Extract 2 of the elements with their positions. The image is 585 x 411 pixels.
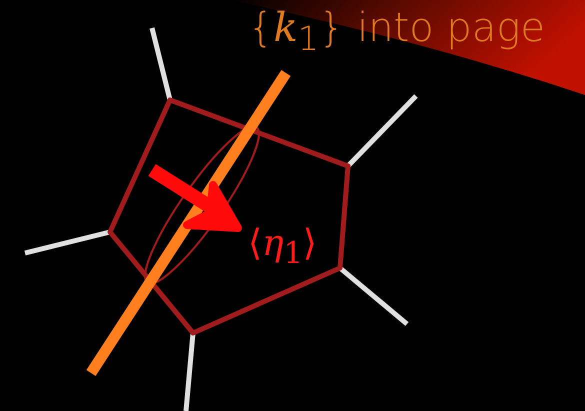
vector-label: ⟨η$_{1}$⟩ bbox=[248, 226, 317, 270]
title-label: {k$_{1}$} into page bbox=[248, 8, 545, 56]
